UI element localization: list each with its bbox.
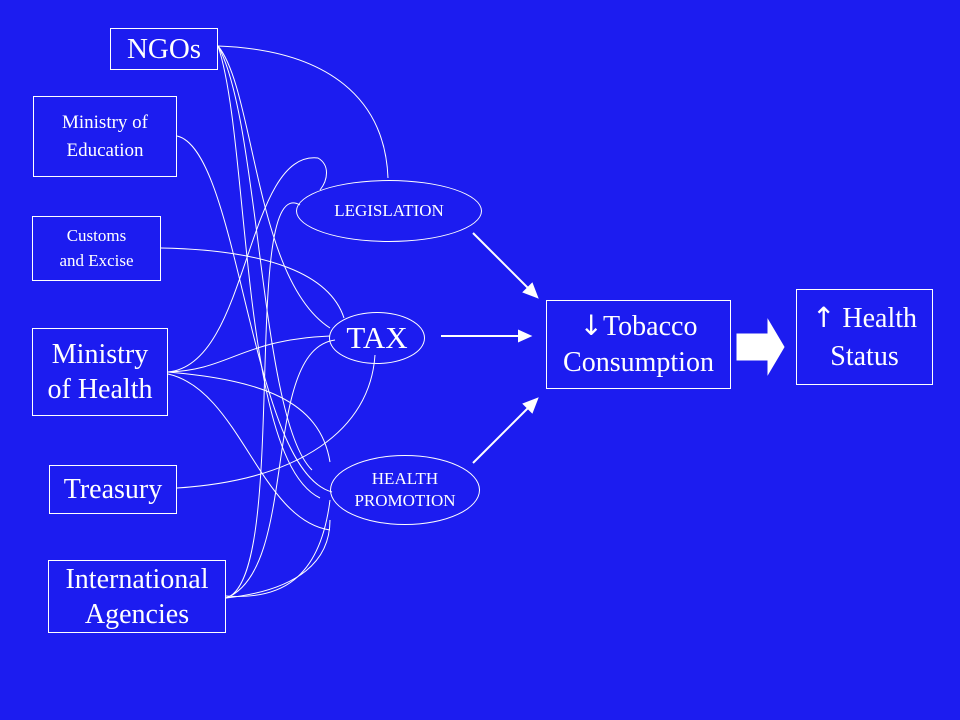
connector-health-health-promotion — [167, 371, 331, 463]
arrow-health-promotion-to-tobacco — [472, 405, 531, 464]
connector-international-legislation — [225, 202, 301, 599]
arrowhead-tax — [518, 329, 533, 343]
label-ministry-of-education: Ministry of Education — [61, 111, 149, 161]
down-arrow-icon: ↓ — [579, 308, 604, 342]
connector-international-health-promotion — [225, 519, 331, 599]
box-international-agencies: International Agencies — [48, 560, 226, 633]
arrowhead-health-promotion — [522, 397, 539, 414]
up-arrow-icon: ↑ — [811, 300, 836, 334]
arrowhead-legislation — [522, 282, 539, 299]
box-tobacco-consumption: ↓Tobacco Consumption — [546, 300, 731, 389]
box-ministry-of-health: Ministry of Health — [32, 328, 168, 416]
label-consumption: Consumption — [563, 347, 714, 378]
connector-health-tax — [167, 335, 331, 373]
block-arrow-to-health-status — [736, 318, 785, 376]
arrow-legislation-to-tobacco — [472, 232, 531, 291]
oval-legislation: LEGISLATION — [296, 180, 482, 242]
box-health-status: ↑ Health Status — [796, 289, 933, 385]
label-customs-and-excise: Customs and Excise — [59, 225, 134, 270]
label-legislation: LEGISLATION — [334, 201, 444, 221]
label-tax: TAX — [346, 319, 408, 355]
oval-tax: TAX — [329, 312, 425, 364]
label-health-promotion: HEALTH PROMOTION — [354, 468, 456, 510]
connector-health-legislation — [167, 157, 327, 373]
label-international-agencies: International Agencies — [65, 563, 209, 630]
label-ngos: NGOs — [126, 32, 202, 65]
health-line-1: ↑ Health — [812, 299, 917, 338]
connector-customs-tax — [160, 247, 345, 319]
box-ministry-of-education: Ministry of Education — [33, 96, 177, 177]
connector-ngos-health-promotion-2 — [217, 45, 313, 471]
box-treasury: Treasury — [49, 465, 177, 514]
connector-treasury-tax — [176, 354, 376, 489]
connector-ngos-legislation — [217, 45, 389, 179]
box-customs-and-excise: Customs and Excise — [32, 216, 161, 281]
connector-ngos-tax — [217, 45, 331, 329]
connector-ngos-health-promotion — [217, 45, 321, 499]
label-status: Status — [830, 340, 899, 372]
label-treasury: Treasury — [63, 474, 163, 505]
connector-international-tax — [225, 339, 336, 599]
label-health: Health — [835, 302, 918, 334]
box-ngos: NGOs — [110, 28, 218, 70]
label-tobacco: Tobacco — [603, 310, 698, 342]
connector-international-health-promotion-2 — [225, 499, 331, 597]
tobacco-line-1: ↓Tobacco — [580, 308, 698, 345]
connector-health-health-promotion-2 — [167, 373, 331, 531]
oval-health-promotion: HEALTH PROMOTION — [330, 455, 480, 525]
label-ministry-of-health: Ministry of Health — [47, 339, 153, 405]
connector-education-health-promotion — [176, 135, 333, 493]
